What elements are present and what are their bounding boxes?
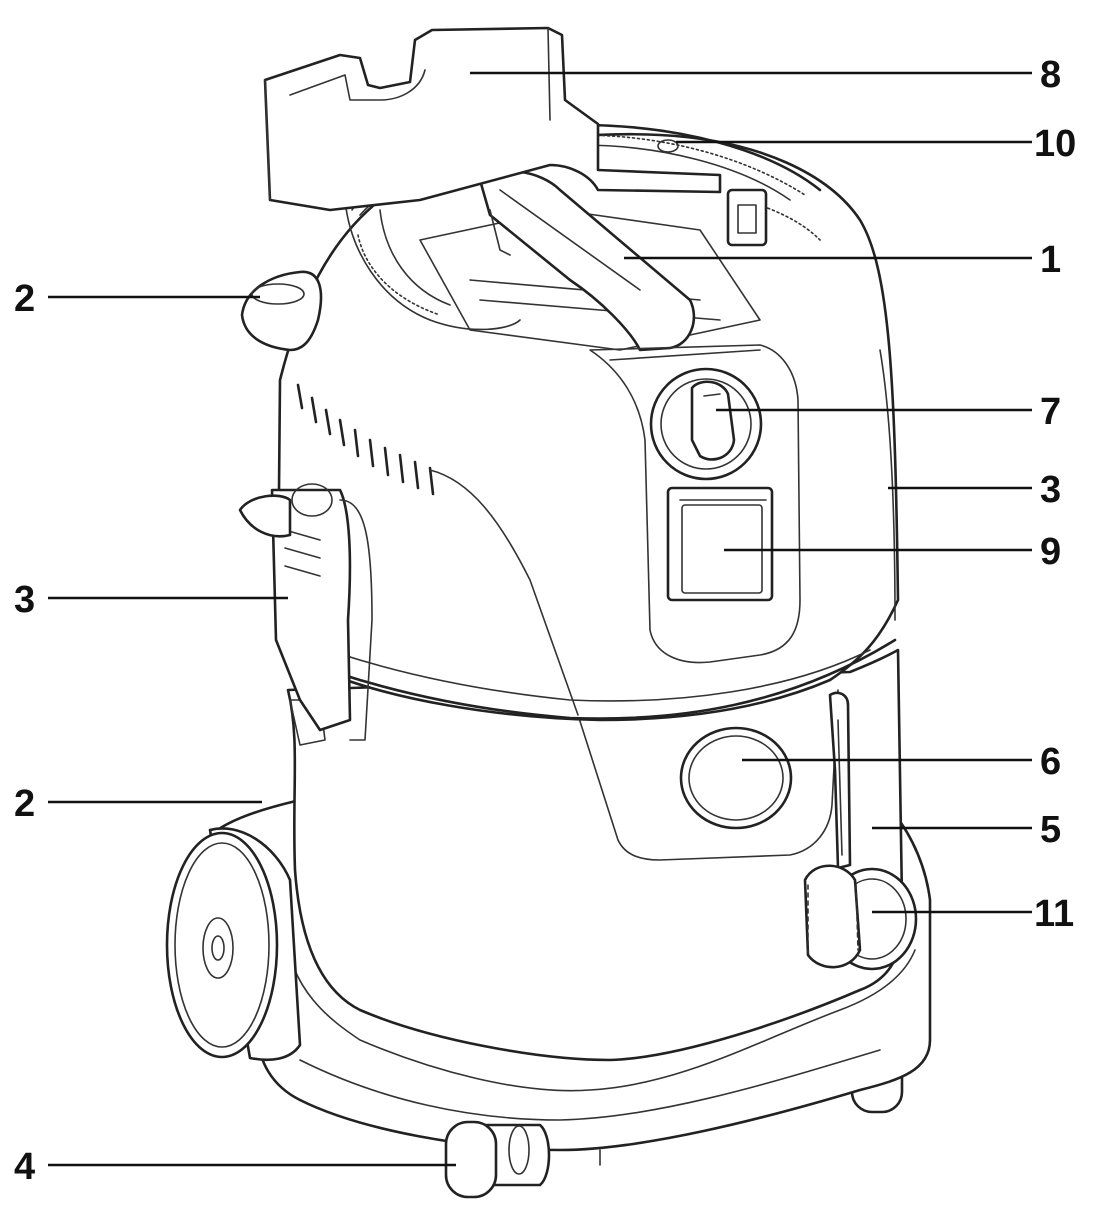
callout-4: 4 (14, 1146, 35, 1188)
callout-11: 11 (1034, 893, 1074, 935)
callout-9: 9 (1040, 531, 1061, 573)
callout-1: 1 (1040, 239, 1061, 281)
drain-plug (803, 691, 918, 971)
container-latch-left (238, 483, 373, 741)
cable-hook-upper (240, 270, 323, 352)
motor-head (276, 123, 900, 722)
callout-6: 6 (1040, 741, 1061, 783)
callout-3-right: 3 (1040, 469, 1061, 511)
callout-labels: 8 10 1 2 7 3 9 3 6 2 5 11 4 (14, 54, 1076, 1188)
callout-7: 7 (1040, 391, 1061, 433)
callout-3-left: 3 (14, 579, 35, 621)
leader-lines (48, 71, 1032, 1167)
callout-2-lower: 2 (14, 783, 35, 825)
side-wheel (165, 827, 302, 1062)
front-caster (444, 1120, 551, 1199)
callout-10: 10 (1034, 123, 1076, 165)
callout-2-upper: 2 (14, 278, 35, 320)
callout-5: 5 (1040, 809, 1061, 851)
vent-slots (296, 383, 435, 496)
callout-8: 8 (1040, 54, 1061, 96)
